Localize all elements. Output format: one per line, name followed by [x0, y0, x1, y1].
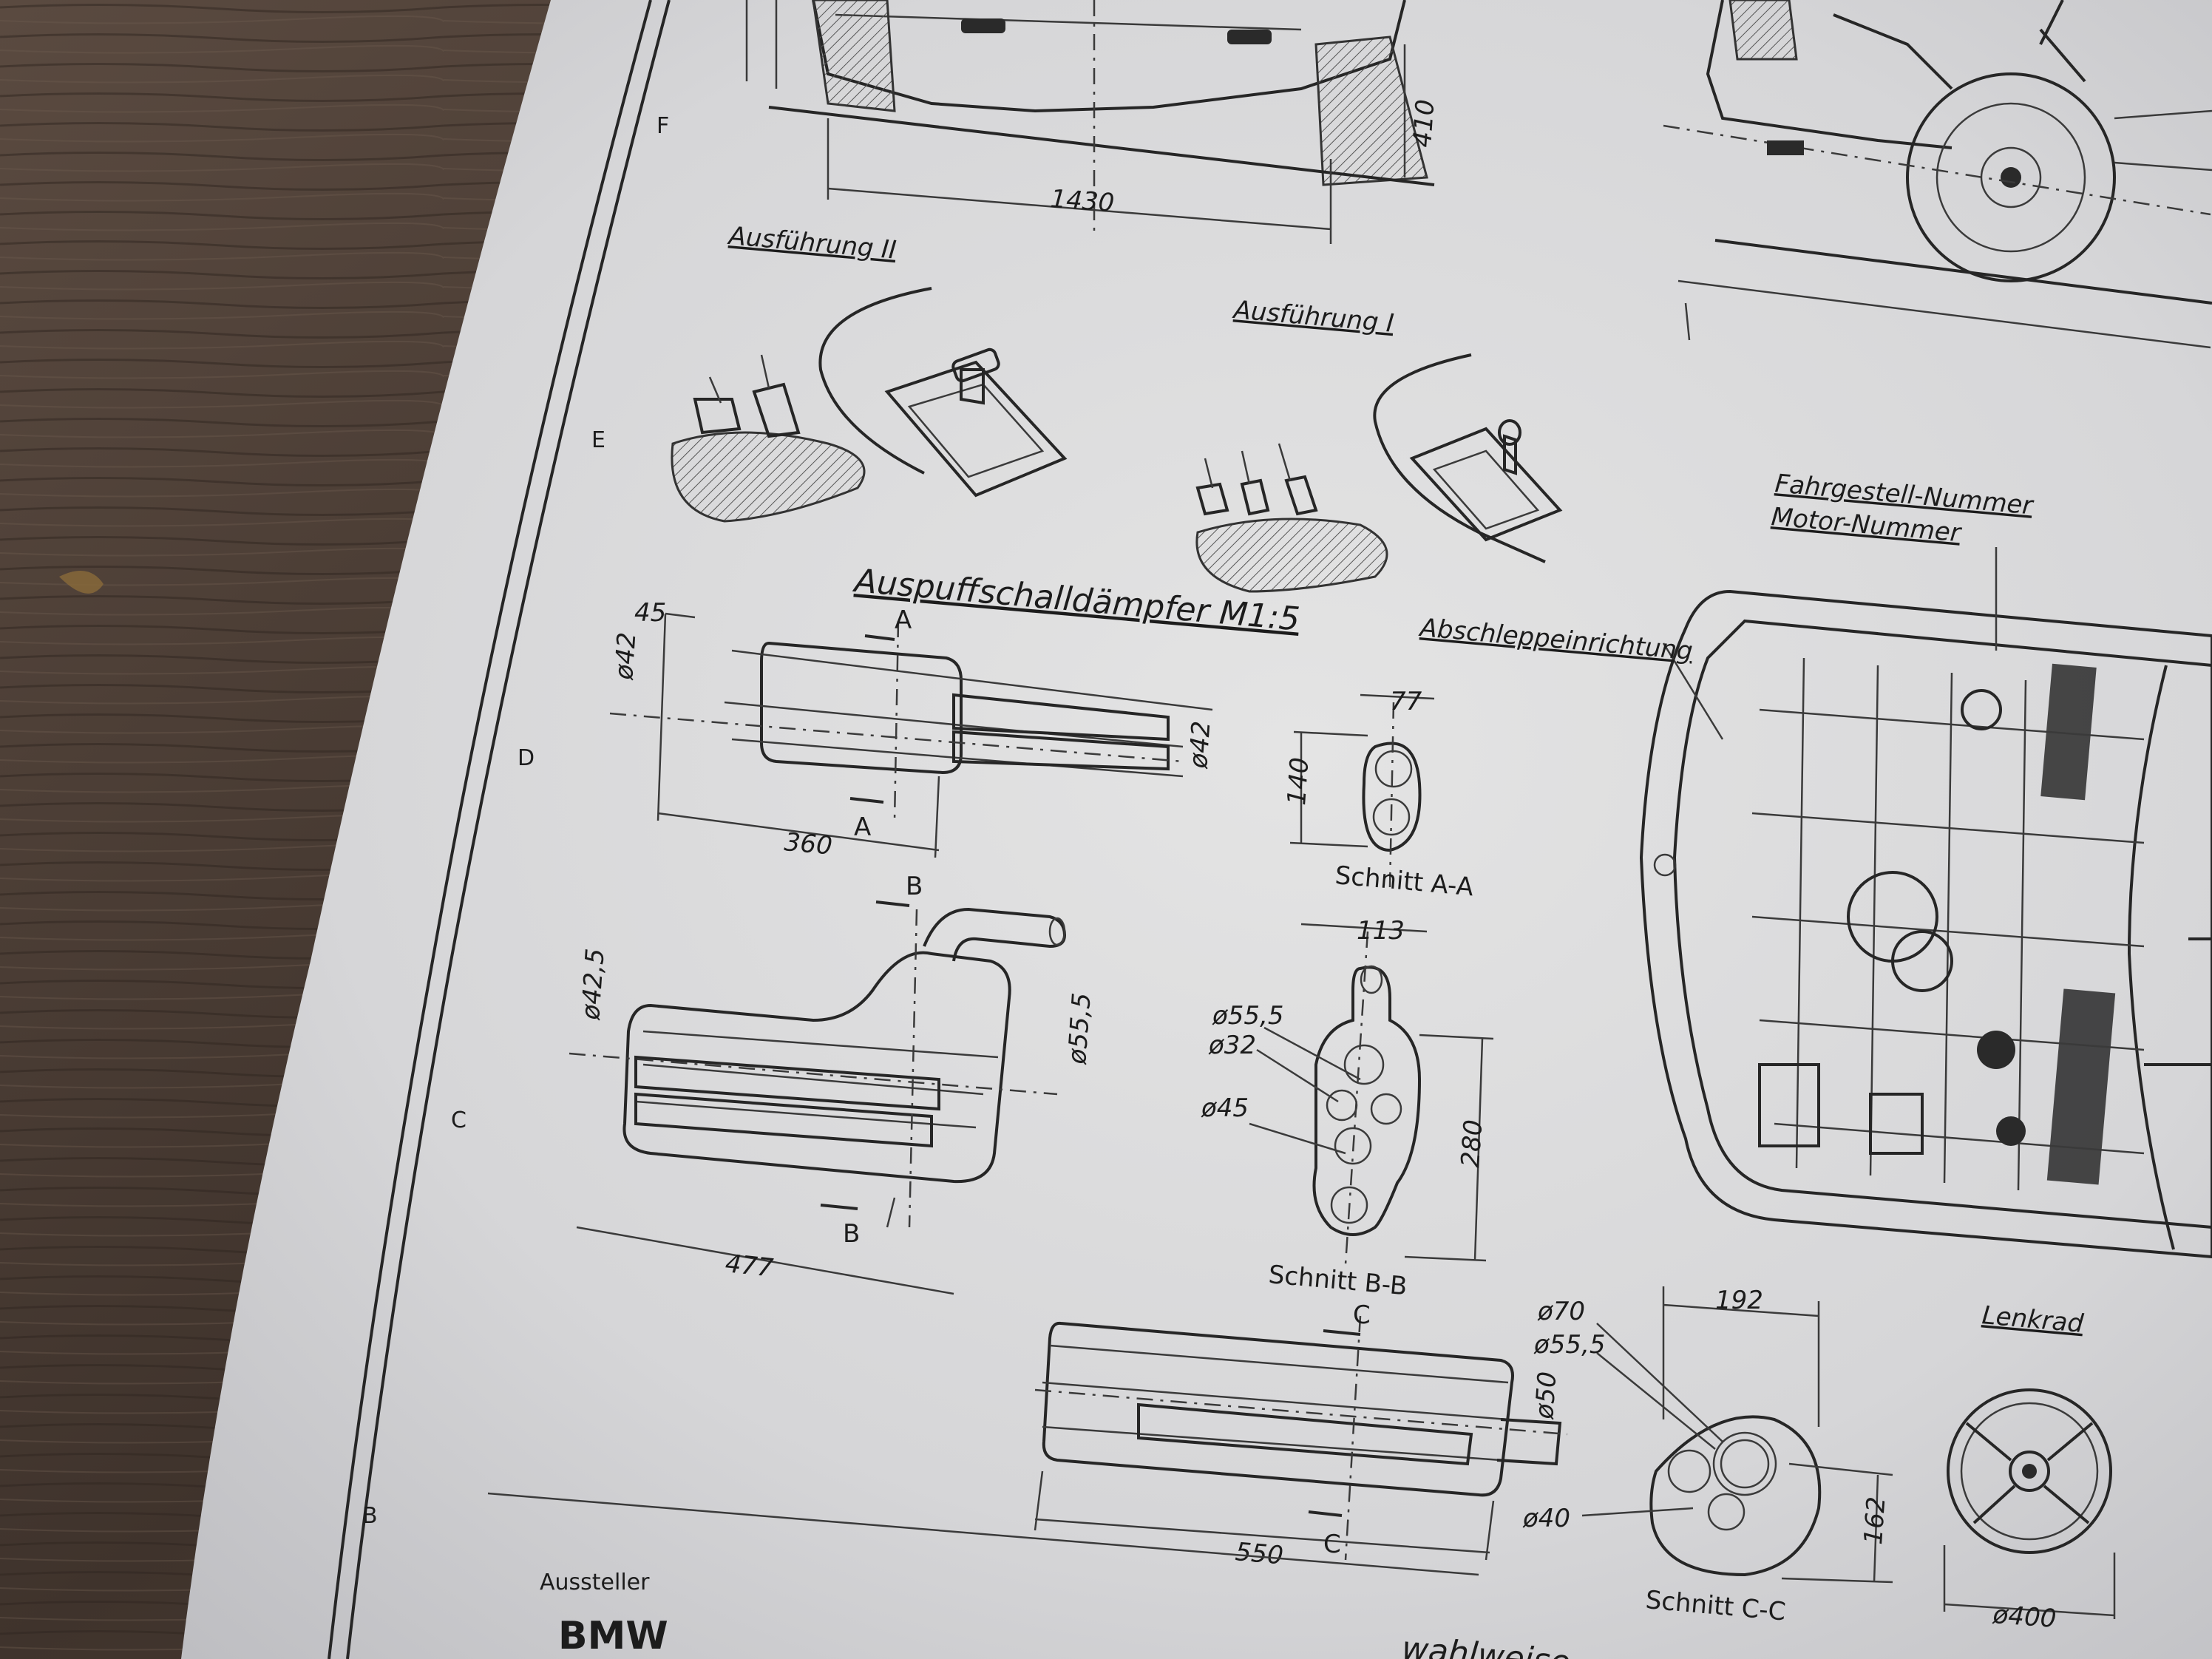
- section-letter-b-bottom: B: [843, 1219, 860, 1249]
- section-letter-b-top: B: [906, 872, 923, 901]
- dim-section-b-dia-3: ø45: [1201, 1093, 1249, 1123]
- frame-border-outer: [346, 0, 671, 1659]
- dim-section-b-width: 113: [1357, 916, 1405, 946]
- dim-b-length: 477: [724, 1249, 775, 1283]
- dim-front-height: 410: [1408, 98, 1440, 149]
- frame-letter-d: D: [518, 745, 535, 771]
- dim-c-dia: ø50: [1530, 1371, 1562, 1421]
- section-letter-c-bottom: C: [1323, 1530, 1341, 1559]
- muffler-b-drawing: ø42,5 ø55,5 477 B B: [569, 872, 1097, 1295]
- section-b-drawing: 113 ø55,5 ø32 ø45 280 Schnitt B-B: [1201, 916, 1494, 1301]
- dim-c-length: 550: [1234, 1537, 1284, 1571]
- dim-front-width: 1430: [1049, 184, 1115, 218]
- muffler-c-drawing: C C ø50 550: [1034, 1300, 1568, 1571]
- dim-a-dia-right: ø42: [1184, 720, 1216, 770]
- dim-section-c-height: 162: [1859, 1496, 1891, 1546]
- dim-section-c-dia-3: ø40: [1522, 1504, 1570, 1533]
- dim-a-length: 360: [783, 827, 833, 861]
- dim-steering-dia: ø400: [1991, 1600, 2057, 1634]
- section-letter-c-top: C: [1353, 1300, 1371, 1330]
- paper-sheet: [181, 0, 2212, 1659]
- dim-section-b-height: 280: [1456, 1119, 1488, 1169]
- car-side-view: [1663, 0, 2212, 349]
- dim-section-c-width: 192: [1715, 1286, 1763, 1315]
- frame-letter-c: C: [451, 1107, 467, 1133]
- dim-b-dia-left: ø42,5: [576, 948, 611, 1022]
- section-c-drawing: ø70 ø55,5 ø40 192 162 Schnitt C-C: [1522, 1286, 1893, 1627]
- dim-section-b-dia-1: ø55,5: [1212, 1001, 1284, 1031]
- section-letter-a-top: A: [895, 605, 912, 635]
- dim-section-a-width: 77: [1390, 687, 1422, 716]
- frame-letter-e: E: [591, 427, 605, 453]
- footer-block: Aussteller BMW wahlweise: [487, 1492, 1572, 1659]
- dim-section-c-dia-1: ø70: [1537, 1297, 1585, 1326]
- frame-border-inner: [328, 0, 652, 1659]
- section-letter-a-bottom: A: [854, 812, 871, 842]
- exhibitor-label: Aussteller: [540, 1570, 650, 1595]
- dim-section-a-height: 140: [1282, 756, 1314, 807]
- frame-letter-b: B: [362, 1503, 378, 1529]
- brand-label: BMW: [558, 1614, 668, 1658]
- wood-knot: [59, 571, 104, 594]
- steering-wheel-drawing: Lenkrad ø400: [1943, 1300, 2116, 1634]
- dim-a-inlet: 45: [634, 598, 666, 628]
- car-front-view: 1430 410: [745, 0, 1441, 244]
- dim-a-dia-left: ø42: [609, 631, 642, 682]
- dim-section-b-dia-2: ø32: [1208, 1031, 1256, 1060]
- dim-b-dia-right: ø55,5: [1062, 992, 1097, 1066]
- dim-section-c-dia-2: ø55,5: [1533, 1330, 1606, 1360]
- frame-letter-f: F: [657, 113, 669, 139]
- muffler-a-drawing: 45 ø42 ø42 360 A A: [609, 598, 1216, 861]
